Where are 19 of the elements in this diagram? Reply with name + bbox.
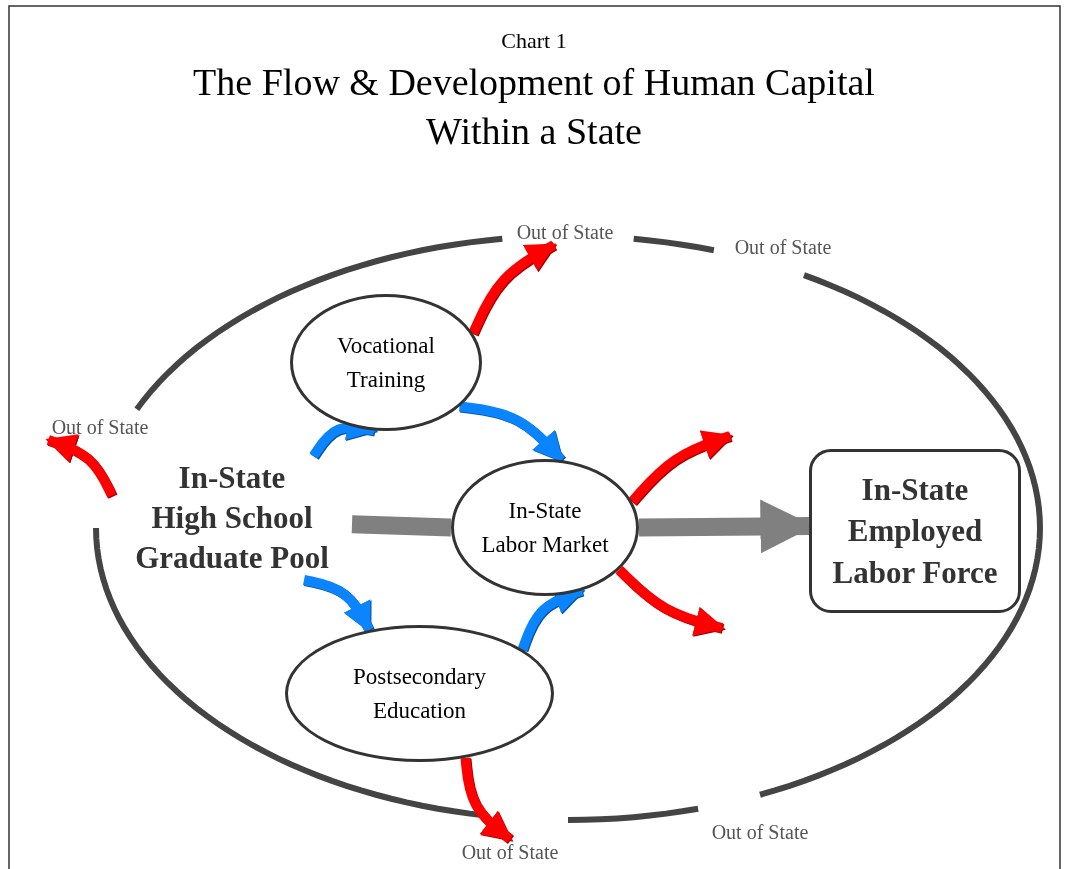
curved-arrow [303,575,374,633]
curved-arrow [460,757,514,843]
node-label: In-State Employed Labor Force [832,471,998,592]
curved-arrow [468,240,557,336]
pool-label: In-State High School Graduate Pool [112,456,352,580]
region-label: Out of State [495,219,635,245]
node-label: Postsecondary Education [353,663,486,725]
region-label: Out of State [710,821,810,844]
chart-number: Chart 1 [500,28,568,54]
chart-title: The Flow & Development of Human Capital Within a State [192,60,876,154]
node-label: In-State Labor Market [481,497,609,559]
rounded-box-node [809,449,1021,613]
curved-arrow [615,566,725,636]
curved-arrow [628,430,733,506]
node-label: Vocational Training [337,332,435,394]
region-label: Out of State [32,414,168,440]
region-label: Out of State [733,236,833,259]
curved-arrow [45,434,117,498]
region-label: Out of State [440,839,580,865]
